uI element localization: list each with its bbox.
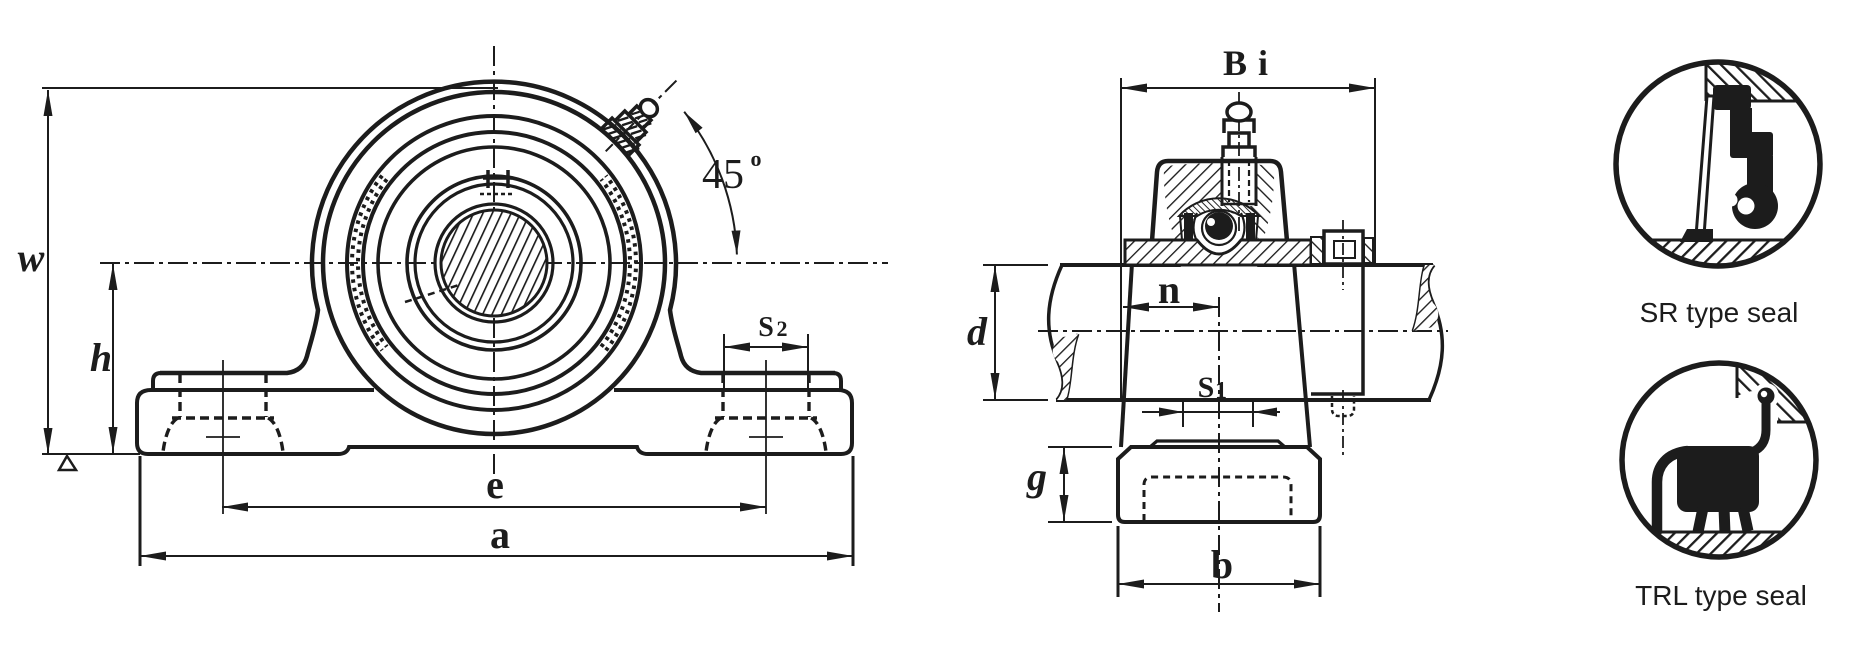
svg-text:h: h [90,335,112,380]
svg-text:n: n [1158,267,1180,312]
svg-text:a: a [490,512,510,557]
svg-text:TRL type seal: TRL type seal [1635,580,1807,611]
svg-text:w: w [18,235,45,280]
svg-text:g: g [1026,454,1047,499]
svg-text:b: b [1211,542,1233,587]
svg-text:SR type seal: SR type seal [1640,297,1799,328]
svg-text:e: e [486,462,504,507]
svg-text:S: S [1198,371,1215,404]
svg-text:1: 1 [1215,378,1227,404]
svg-text:S: S [758,312,774,343]
svg-text:d: d [967,309,988,354]
svg-text:B: B [1223,43,1247,83]
svg-text:45: 45 [702,152,744,198]
svg-text:o: o [751,146,762,171]
svg-text:2: 2 [777,316,788,341]
svg-text:i: i [1258,43,1268,83]
